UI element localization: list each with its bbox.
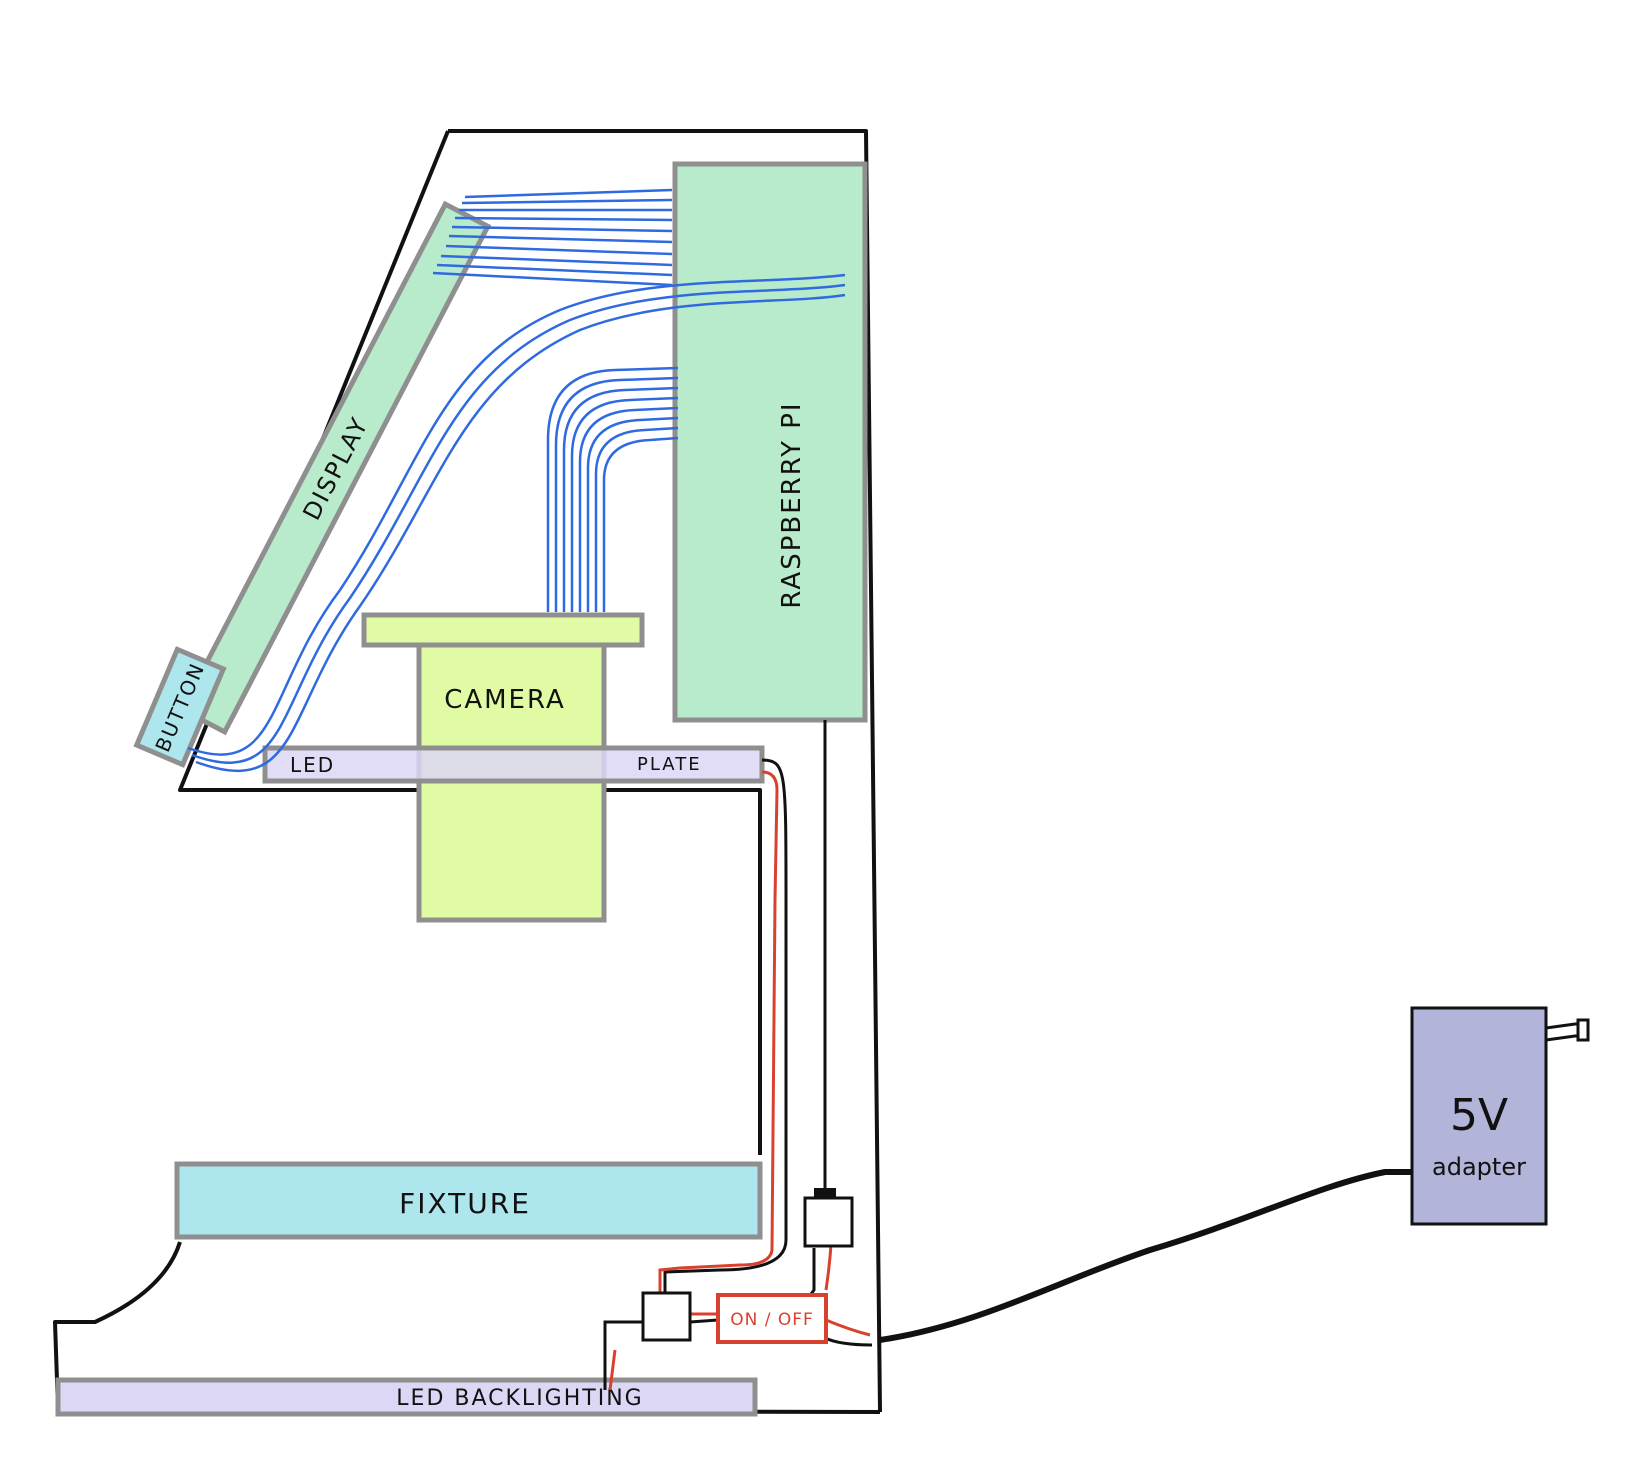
pi-power-connector [803,1196,854,1248]
led-plate [262,745,765,784]
adapter-cable [879,1169,1412,1343]
display-ribbon-wires [432,188,673,287]
camera-ribbon-wires [546,366,679,612]
fixture-label: FIXTURE [399,1187,531,1220]
led-backlighting-label: LED BACKLIGHTING [396,1386,643,1411]
on-off-switch [716,1293,828,1344]
plug-prongs-icon [1545,1018,1590,1042]
power-adapter [1410,1006,1548,1226]
raspberry-pi-label: RASPBERRY PI [777,401,807,608]
power-adapter-label: adapter [1432,1153,1526,1181]
on-off-switch-label: ON / OFF [730,1310,814,1330]
fixture [174,1161,763,1240]
camera-label: CAMERA [444,685,566,715]
led-plate-label-right: PLATE [637,754,702,775]
led-backlighting [55,1377,758,1417]
button-wires [187,273,846,773]
raspberry-pi [672,161,868,723]
power-adapter-voltage: 5V [1450,1090,1508,1141]
camera-mount [361,612,645,648]
black-wires [603,720,873,1390]
led-plate-label-left: LED [290,753,335,777]
button [133,646,227,768]
junction-box [641,1291,692,1342]
